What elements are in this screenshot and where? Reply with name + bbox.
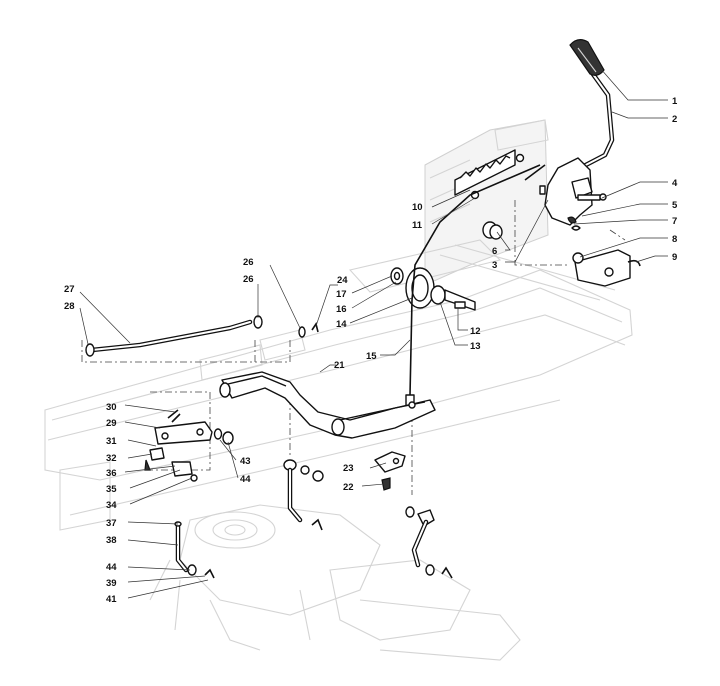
callout-17: 17 xyxy=(336,289,347,300)
callout-10: 10 xyxy=(412,202,423,213)
callout-44b: 44 xyxy=(106,562,117,573)
callout-27: 27 xyxy=(64,284,75,295)
left-drop-rod xyxy=(174,521,215,579)
callout-31: 31 xyxy=(106,436,117,447)
spacer xyxy=(482,221,503,240)
callout-34: 34 xyxy=(106,500,117,511)
leader-lines xyxy=(79,67,668,599)
callout-39: 39 xyxy=(106,578,117,589)
background-frame xyxy=(44,119,633,661)
quadrant-plate xyxy=(454,149,546,200)
pulley-assembly xyxy=(390,267,476,311)
assembly-lines xyxy=(81,200,626,495)
callout-14: 14 xyxy=(336,319,347,330)
callout-11: 11 xyxy=(412,220,423,231)
lever-assembly xyxy=(569,39,615,171)
callout-23: 23 xyxy=(343,463,354,474)
callout-24: 24 xyxy=(337,275,348,286)
callout-8: 8 xyxy=(672,234,677,245)
callout-1: 1 xyxy=(672,96,678,107)
callout-29: 29 xyxy=(106,418,117,429)
callout-7: 7 xyxy=(672,216,677,227)
callout-26b: 26 xyxy=(243,274,254,285)
callout-16: 16 xyxy=(336,304,347,315)
lever-grip-icon xyxy=(569,39,605,76)
right-drop-rod xyxy=(405,506,453,579)
callout-4: 4 xyxy=(672,178,678,189)
callout-43: 43 xyxy=(240,456,251,467)
middle-drop-rod xyxy=(283,459,324,531)
left-bracket xyxy=(144,409,234,482)
callout-38: 38 xyxy=(106,535,117,546)
callout-28: 28 xyxy=(64,301,75,312)
control-cable xyxy=(409,164,541,396)
callout-32: 32 xyxy=(106,453,117,464)
center-swivel xyxy=(374,451,406,491)
callout-2: 2 xyxy=(672,114,677,125)
callout-21: 21 xyxy=(334,360,345,371)
callout-37: 37 xyxy=(106,518,117,529)
callout-44a: 44 xyxy=(240,474,251,485)
callout-12: 12 xyxy=(470,326,481,337)
long-rod xyxy=(85,315,263,357)
callout-3: 3 xyxy=(492,260,497,271)
callout-15: 15 xyxy=(366,351,377,362)
callout-30: 30 xyxy=(106,402,117,413)
callout-labels: 1 2 4 5 7 8 9 6 3 10 11 12 13 14 15 16 1… xyxy=(64,96,678,605)
callout-22: 22 xyxy=(343,482,354,493)
callout-36: 36 xyxy=(106,468,117,479)
pedal xyxy=(219,371,436,439)
callout-26a: 26 xyxy=(243,257,254,268)
callout-41: 41 xyxy=(106,594,117,605)
callout-13: 13 xyxy=(470,341,481,352)
callout-9: 9 xyxy=(672,252,677,263)
mount-bracket xyxy=(572,249,641,287)
callout-35: 35 xyxy=(106,484,117,495)
clip-hardware xyxy=(298,322,319,338)
callout-5: 5 xyxy=(672,200,678,211)
callout-6: 6 xyxy=(492,246,497,257)
lever-bracket xyxy=(539,157,607,231)
